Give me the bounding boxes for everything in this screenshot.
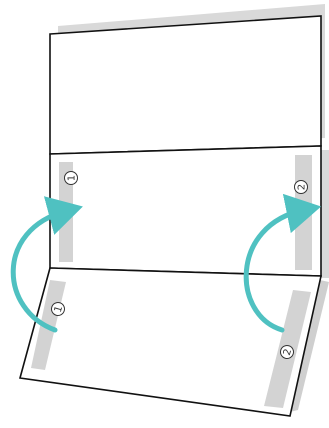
middle-panel xyxy=(49,145,322,277)
top-panel xyxy=(49,15,322,155)
marker-two-flap-label: 2 xyxy=(282,348,294,357)
marker-two-middle-label: 2 xyxy=(297,184,308,190)
marker-two-flap: 2 xyxy=(280,345,294,359)
sheet-shadow-right xyxy=(321,150,329,278)
marker-one-middle-label: 1 xyxy=(67,175,78,181)
curved-arrow-icon xyxy=(243,193,322,333)
marker-two-middle: 2 xyxy=(294,180,308,194)
marker-one-flap-label: 1 xyxy=(53,305,65,314)
bottom-flap-shadow xyxy=(290,280,329,412)
marker-one-middle: 1 xyxy=(64,171,78,185)
marker-one-flap: 1 xyxy=(51,302,65,316)
curved-arrow-icon xyxy=(10,196,83,333)
bottom-flap xyxy=(18,267,322,417)
